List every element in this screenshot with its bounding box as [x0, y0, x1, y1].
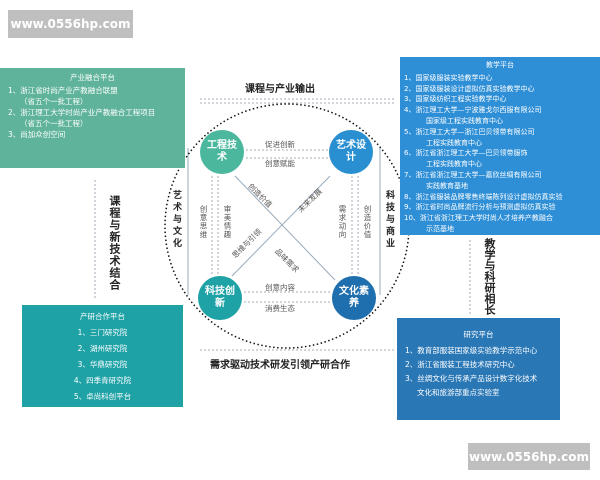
list-item: 1、教育部服装国家级实验教学示范中心	[405, 346, 538, 355]
list-item: 实践教育基地	[426, 181, 468, 190]
node-tech-innovation: 科技创新	[198, 276, 242, 320]
research-platform-box: 研究平台 1、教育部服装国家级实验教学示范中心 2、浙江省服装工程技术研究中心 …	[397, 318, 560, 420]
link-label: 创意内容	[265, 283, 295, 292]
link-label: 创意赋能	[265, 159, 295, 168]
list-item: 文化和旅游部重点实验室	[417, 388, 500, 397]
research-platform-title: 研究平台	[463, 330, 494, 339]
link-label: 创意思维	[199, 205, 208, 239]
list-item: 示范基地	[426, 224, 454, 233]
list-item: 2、浙江理工大学时尚产业产教融合工程项目	[8, 108, 156, 117]
teaching-platform-title: 教学平台	[486, 61, 514, 69]
list-item: 2、浙江省服装工程技术研究中心	[405, 360, 515, 369]
list-item: （省五个一批工程）	[20, 119, 88, 128]
link-label: 创造价值	[363, 205, 372, 239]
coop-platform-box: 产研合作平台 1、三门研究院 2、湖州研究院 3、华鼎研究院 4、四季青研究院 …	[22, 305, 183, 407]
label-top: 课程与产业输出	[245, 84, 315, 95]
list-item: 5、浙江理工大学—浙江巴贝领带有限公司	[404, 127, 535, 136]
watermark-bottom: www.0556hp.com	[468, 443, 590, 470]
list-item: 1、三门研究院	[77, 328, 128, 337]
link-label: 促进创新	[265, 140, 295, 149]
list-item: 2、国家级服装设计虚拟仿真实验教学中心	[404, 84, 535, 93]
list-item: 3、华鼎研究院	[77, 360, 128, 369]
node-engineering: 工程技术	[200, 130, 244, 174]
watermark-top: www.0556hp.com	[8, 10, 133, 38]
node-art-design: 艺术设计	[329, 130, 373, 174]
list-item: 9、浙江省时尚品牌流行分析与预测虚拟仿真实验	[404, 203, 556, 212]
node-culture: 文化素养	[332, 276, 376, 320]
list-item: 工程实践教育中心	[426, 138, 482, 147]
list-item: 工程实践教育中心	[426, 160, 482, 169]
list-item: 10、浙江省浙江理工大学时尚人才培养产教融合	[404, 214, 553, 223]
list-item: 2、湖州研究院	[77, 344, 128, 353]
list-item: 6、浙江省浙江理工大学—巴贝领带服饰	[404, 149, 528, 158]
link-label: 消费生态	[265, 304, 295, 313]
teaching-platform-box: 教学平台 1、国家级服装实验教学中心 2、国家级服装设计虚拟仿真实验教学中心 3…	[400, 57, 600, 235]
link-label: 需求动向	[338, 205, 347, 239]
list-item: 1、国家级服装实验教学中心	[404, 73, 493, 82]
label-right: 教学与科研相长	[483, 238, 496, 315]
list-item: 国家级工程实践教育中心	[426, 116, 503, 125]
coop-platform-title: 产研合作平台	[80, 312, 125, 321]
list-item: 3、丝绸文化与传承产品设计数字化技术	[405, 374, 538, 383]
circle-label-right: 科技与商业	[384, 190, 394, 250]
industry-platform-title: 产业融合平台	[70, 73, 115, 82]
circle-label-left: 艺术与文化	[171, 190, 181, 250]
list-item: 3、尚加众创空间	[8, 130, 66, 139]
label-left: 课程与新技术结合	[108, 195, 121, 291]
list-item: 1、浙江省时尚产业产教融合联盟	[8, 86, 118, 95]
link-label: 审美情趣	[223, 205, 232, 239]
list-item: 4、浙江理工大学—宁波雅戈尔西服有限公司	[404, 106, 542, 115]
list-item: 8、浙江省服装品牌零售终端陈列设计虚拟仿真实验	[404, 192, 563, 201]
list-item: 4、四季青研究院	[73, 376, 132, 385]
list-item: （省五个一批工程）	[20, 97, 88, 106]
industry-platform-box: 产业融合平台 1、浙江省时尚产业产教融合联盟 （省五个一批工程） 2、浙江理工大…	[0, 68, 185, 168]
list-item: 3、国家级纺织工程实验教学中心	[404, 95, 507, 104]
list-item: 5、卓尚科创平台	[73, 392, 132, 401]
list-item: 7、浙江省浙江理工大学—嘉欣丝绸有限公司	[404, 170, 542, 179]
label-bottom: 需求驱动技术研发引领产研合作	[210, 360, 350, 371]
